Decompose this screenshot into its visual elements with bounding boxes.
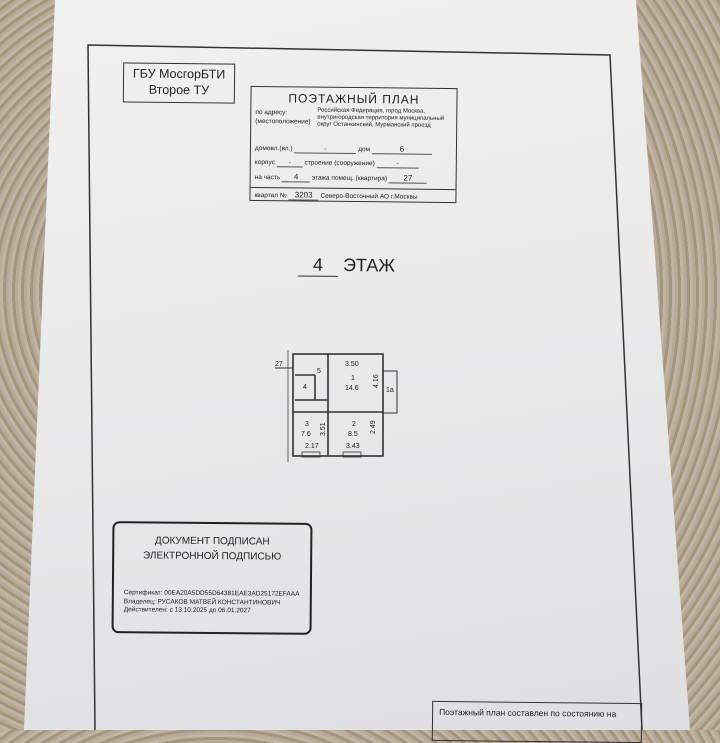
footer-note-text: Поэтажный план составлен по состоянию на bbox=[439, 706, 617, 719]
room-label: 1а bbox=[386, 387, 394, 394]
plan-header-box: ПОЭТАЖНЫЙ ПЛАН по адресу: (местоположени… bbox=[249, 85, 458, 204]
apartment-value: 27 bbox=[388, 173, 427, 184]
stroenie-value: - bbox=[376, 160, 419, 169]
kvartal-value: 3203 bbox=[288, 190, 319, 201]
address-label: по адресу: bbox=[255, 108, 288, 117]
footer-note-box: Поэтажный план составлен по состоянию на bbox=[431, 700, 643, 743]
room-label: 3 bbox=[305, 421, 309, 428]
room-area: 14.6 bbox=[345, 385, 359, 392]
electronic-signature-stamp: ДОКУМЕНТ ПОДПИСАН ЭЛЕКТРОННОЙ ПОДПИСЬЮ С… bbox=[111, 521, 313, 635]
room-label: 2 bbox=[352, 421, 356, 428]
korpus-value: - bbox=[276, 159, 303, 168]
domovl-value: - bbox=[294, 145, 357, 155]
floor-premises-label: этажа помещ. (квартира) bbox=[311, 174, 388, 183]
dimension-label: 4.16 bbox=[373, 374, 380, 388]
dom-label: дом bbox=[358, 146, 371, 154]
dom-value: 6 bbox=[371, 144, 432, 155]
signature-title-line1: ДОКУМЕНТ ПОДПИСАН bbox=[154, 535, 270, 548]
room-label: 4 bbox=[303, 384, 307, 391]
room-label: 1 bbox=[351, 375, 355, 382]
dimension-label: 3.51 bbox=[320, 422, 327, 436]
kvartal-label: квартал № bbox=[254, 191, 287, 200]
domovl-label: домовл.(вл.) bbox=[254, 144, 293, 153]
korpus-label: корпус bbox=[254, 158, 275, 167]
part-value: 4 bbox=[282, 172, 311, 183]
district-value: Северо-Восточный bbox=[320, 192, 379, 201]
address-value: Российская Федерация, город Москва, внут… bbox=[317, 107, 445, 129]
floor-number: 4 bbox=[297, 254, 339, 277]
room-area: 7.6 bbox=[301, 431, 311, 438]
part-label: на часть bbox=[254, 173, 281, 182]
floor-plan-drawing: 27 3.50 5 1 14.6 4 1а 4.16 2 8.5 2.49 3.… bbox=[275, 350, 398, 462]
dimension-label: 3.50 bbox=[345, 361, 359, 368]
dimension-label: 2.49 bbox=[370, 420, 377, 434]
organization-stamp: ГБУ МосгорБТИ Второе ТУ bbox=[122, 62, 236, 104]
floor-heading: 4 ЭТАЖ bbox=[297, 254, 396, 277]
organization-division: Второе ТУ bbox=[148, 82, 210, 98]
dimension-label: 3.43 bbox=[346, 443, 360, 450]
plan-title: ПОЭТАЖНЫЙ ПЛАН bbox=[288, 91, 420, 107]
stroenie-label: строение (сооружение) bbox=[304, 159, 375, 168]
certificate-validity: Действителен: с 13.10.2025 до 06.01.2027 bbox=[123, 606, 251, 615]
signature-title-line2: ЭЛЕКТРОННОЙ ПОДПИСЬЮ bbox=[143, 550, 282, 563]
room-label: 5 bbox=[317, 368, 321, 375]
floor-label: ЭТАЖ bbox=[342, 254, 396, 276]
location-label: (местоположение) bbox=[255, 117, 311, 126]
apartment-number-label: 27 bbox=[275, 361, 283, 368]
dimension-label: 2.17 bbox=[305, 443, 319, 450]
room-area: 8.5 bbox=[348, 431, 358, 438]
ao-label: АО г.Москвы bbox=[379, 193, 418, 201]
organization-name: ГБУ МосгорБТИ bbox=[132, 66, 226, 82]
